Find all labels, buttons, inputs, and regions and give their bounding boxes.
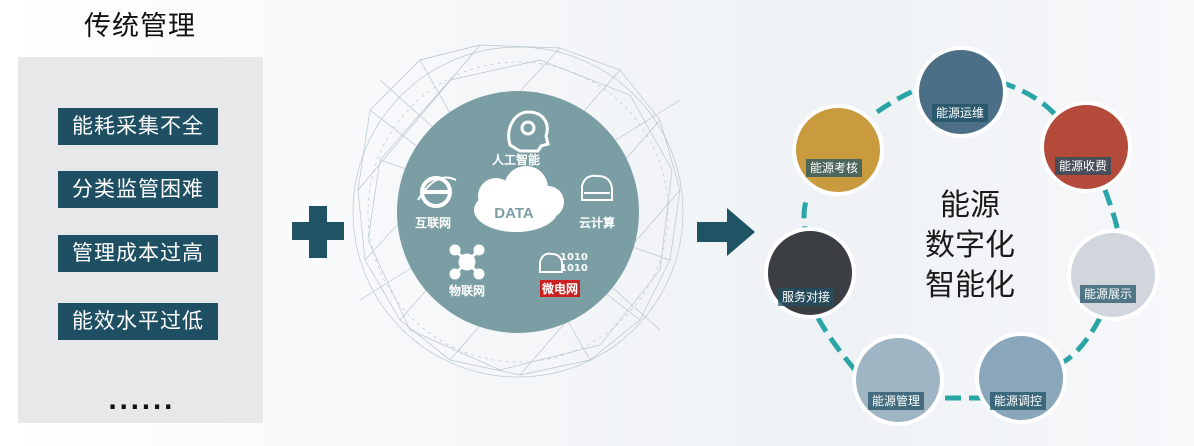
microgrid-icon (539, 252, 563, 273)
arrow-shaft (697, 222, 729, 242)
issue-energy-collection: 能耗采集不全 (58, 108, 218, 145)
arrow-head (727, 208, 755, 256)
node-assess-label: 能源考核 (806, 159, 863, 177)
ai-label: 人工智能 (492, 153, 541, 167)
node-display-label: 能源展示 (1080, 285, 1137, 303)
center-line-energy: 能源 (940, 188, 1000, 223)
node-billing-label: 能源收费 (1055, 157, 1112, 175)
node-control-label: 能源调控 (990, 392, 1047, 410)
internet-label: 互联网 (415, 216, 452, 230)
internet-icon (417, 176, 457, 208)
center-line-digital: 数字化 (925, 228, 1015, 263)
data-label: DATA (494, 205, 534, 222)
node-ops-circle (915, 46, 1007, 138)
traditional-title: 传统管理 (84, 11, 196, 42)
node-assess-circle (792, 104, 884, 196)
ellipsis: ...... (108, 387, 175, 415)
node-manage-circle (852, 334, 944, 426)
plus-horizontal-bar (292, 222, 344, 240)
issue-efficiency: 能效水平过低 (58, 303, 218, 340)
node-display-circle (1067, 229, 1159, 321)
traditional-panel: 能耗采集不全 分类监管困难 管理成本过高 能效水平过低 ...... (18, 57, 263, 423)
node-manage-label: 能源管理 (868, 392, 925, 410)
microgrid-label: 微电网 (540, 280, 581, 297)
binary-line-2: 1010 (560, 263, 588, 274)
iot-label: 物联网 (449, 284, 486, 298)
node-billing-circle (1040, 101, 1132, 193)
digital-smart-center: 能源 数字化 智能化 (905, 186, 1035, 306)
cloud-label: 云计算 (579, 216, 616, 230)
center-line-smart: 智能化 (925, 268, 1015, 303)
cloud-server-icon (581, 174, 613, 201)
ai-head-icon (507, 110, 550, 153)
node-service-label: 服务对接 (778, 288, 835, 306)
iot-hub-icon (449, 244, 485, 280)
issue-classification: 分类监管困难 (58, 171, 218, 208)
issue-management-cost: 管理成本过高 (58, 235, 218, 272)
binary-line-1: 1010 (560, 252, 588, 263)
node-ops-label: 能源运维 (932, 104, 989, 122)
